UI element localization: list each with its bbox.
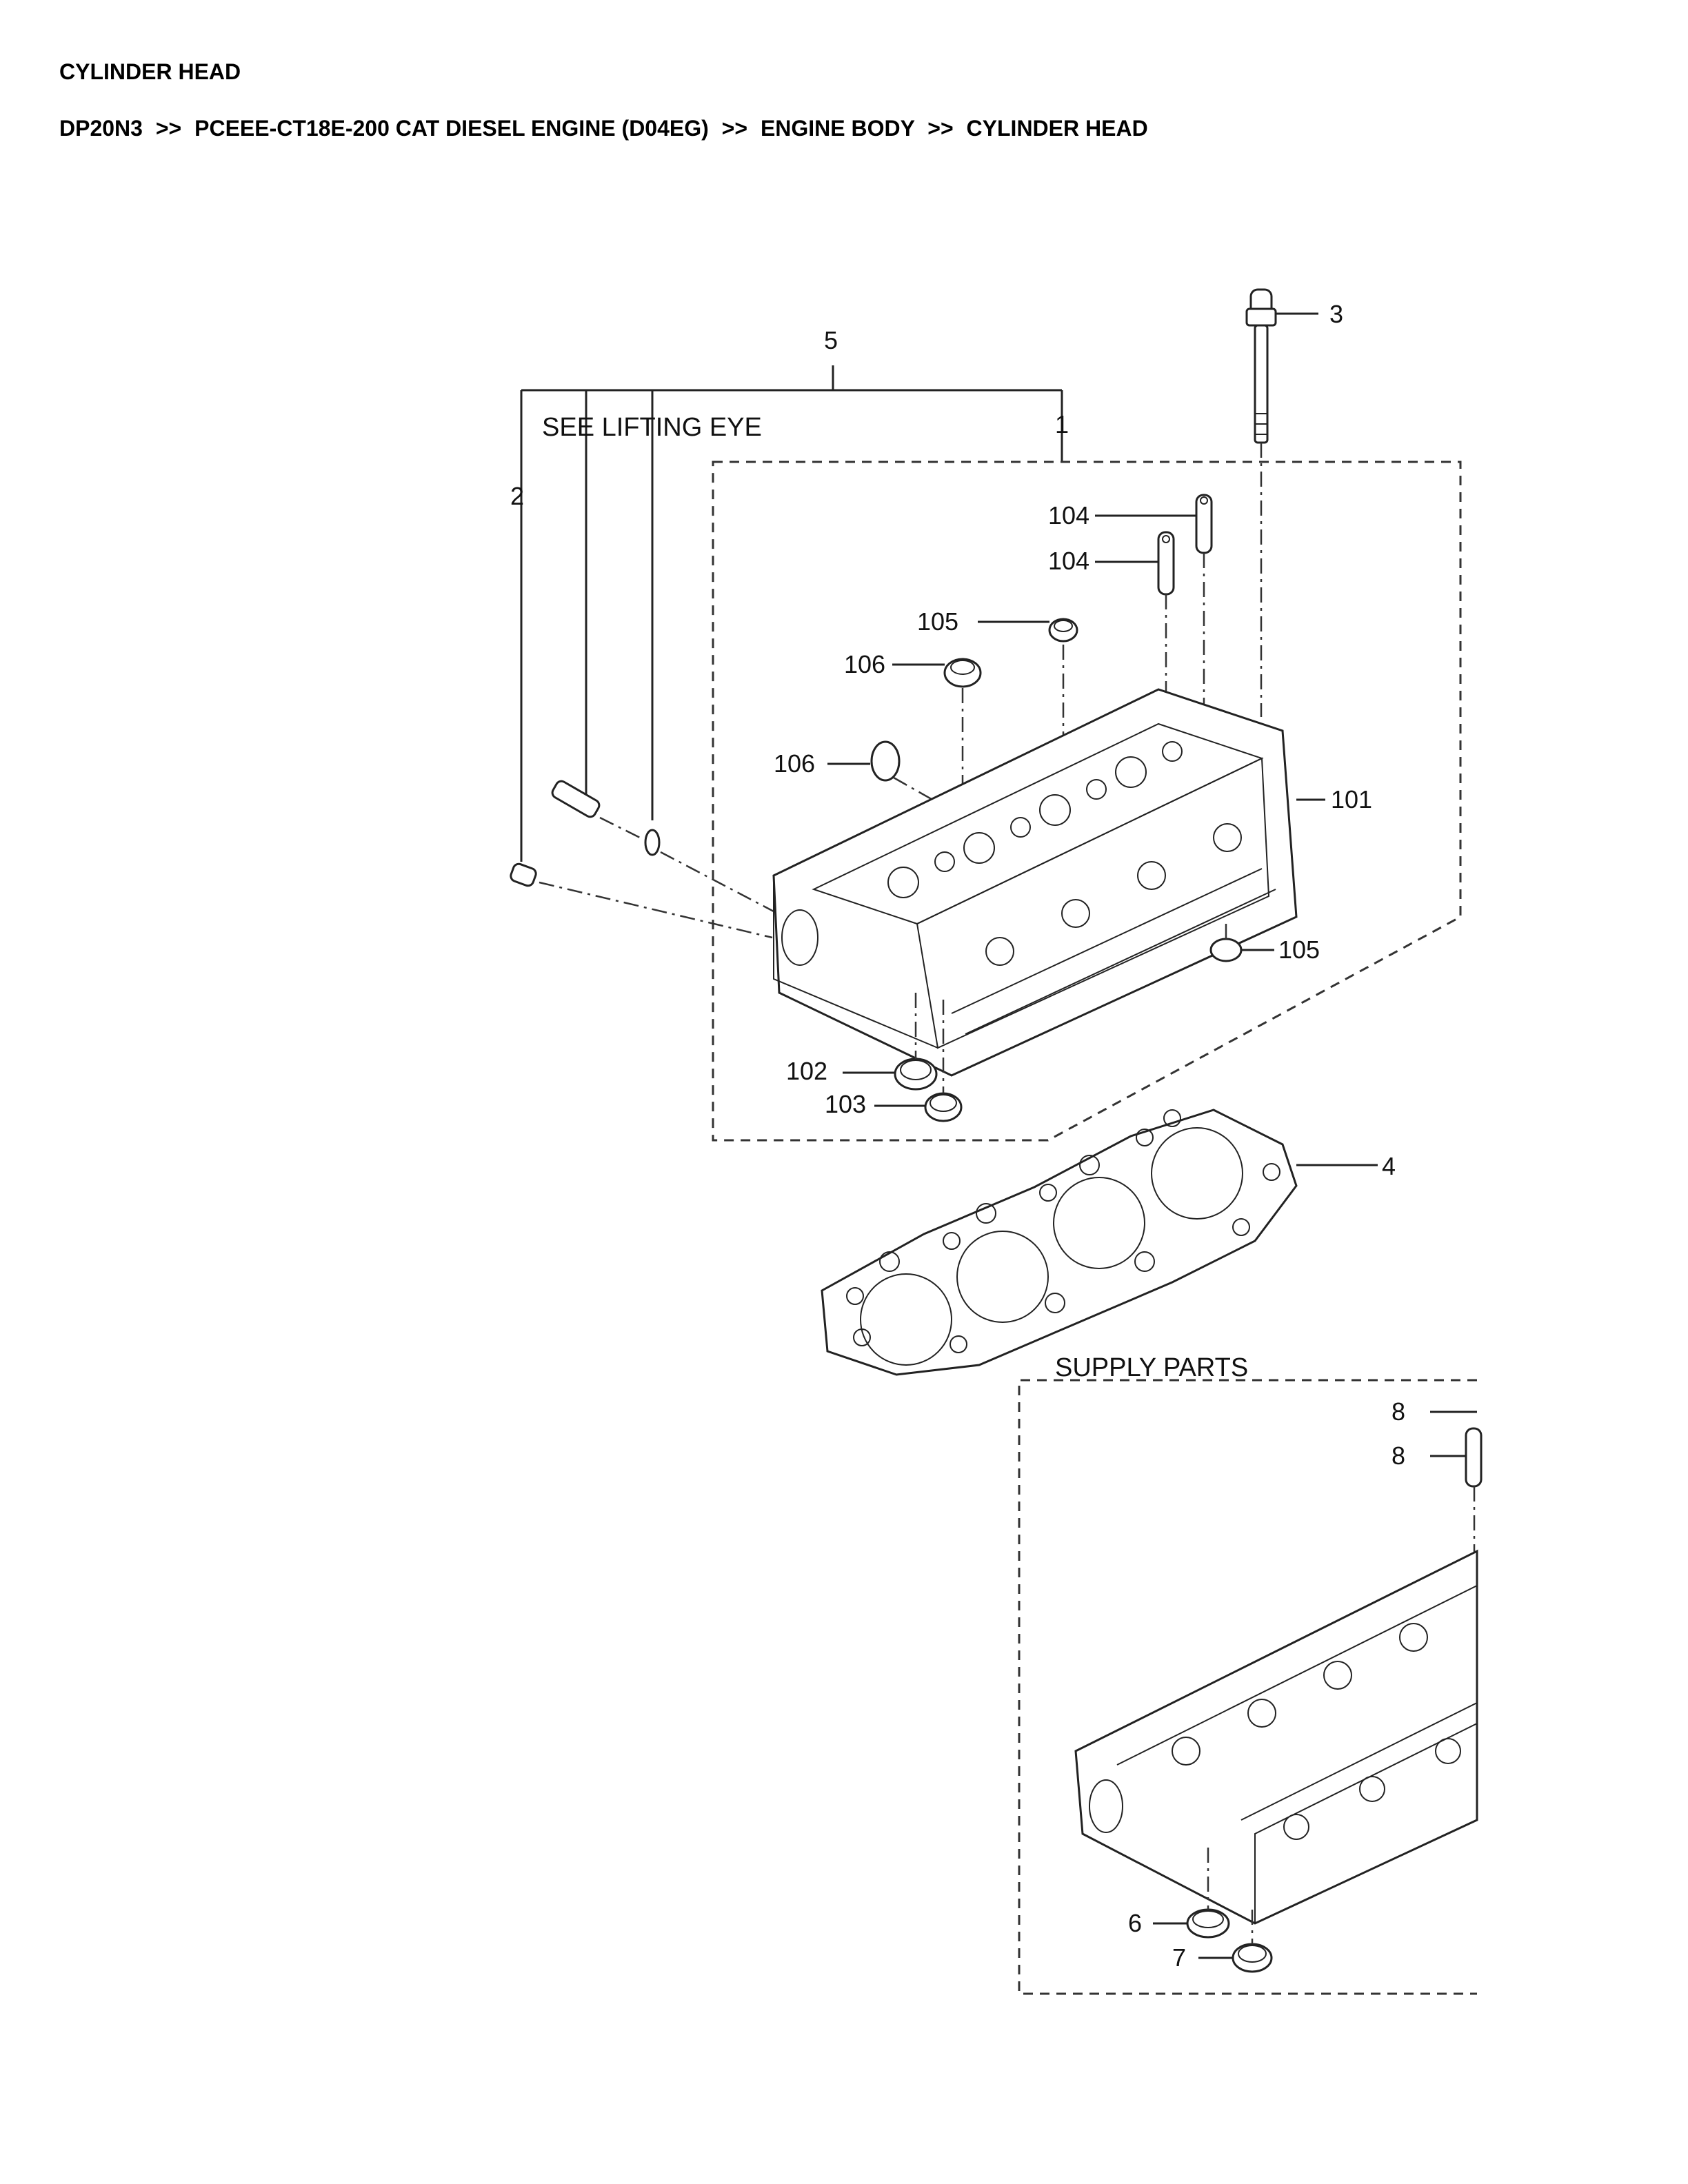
supply-parts-caption: SUPPLY PARTS (1055, 1353, 1248, 1382)
valve-seat-icon (924, 1000, 963, 1122)
callout-1[interactable]: 1 (1055, 410, 1069, 438)
breadcrumb-engine[interactable]: PCEEE-CT18E-200 CAT DIESEL ENGINE (D04EG… (194, 116, 709, 141)
callout-5[interactable]: 5 (824, 326, 838, 354)
kit-bracket (520, 365, 1063, 862)
callout-8-upper[interactable]: 8 (1391, 1397, 1405, 1426)
breadcrumb-model[interactable]: DP20N3 (59, 116, 143, 141)
breadcrumb-separator: >> (927, 116, 954, 141)
callout-106-side[interactable]: 106 (774, 749, 815, 778)
callout-104-lower[interactable]: 104 (1048, 547, 1089, 575)
callout-105-lower[interactable]: 105 (1278, 936, 1320, 964)
callout-106-upper[interactable]: 106 (844, 650, 885, 678)
o-ring-icon (644, 829, 774, 913)
plug-icon (510, 862, 773, 939)
callout-101[interactable]: 101 (1331, 785, 1372, 813)
callout-4[interactable]: 4 (1382, 1152, 1396, 1180)
breadcrumb: DP20N3 >> PCEEE-CT18E-200 CAT DIESEL ENG… (59, 116, 1148, 141)
supply-parts-boundary (1018, 1379, 1477, 1995)
callout-8-lower[interactable]: 8 (1391, 1442, 1405, 1470)
cylinder-head-illustration (772, 688, 1298, 1077)
expansion-plug-icon (870, 740, 945, 808)
breadcrumb-engine-body[interactable]: ENGINE BODY (760, 116, 915, 141)
see-lifting-eye-caption: SEE LIFTING EYE (542, 413, 762, 442)
valve-guide-icon (1195, 494, 1213, 724)
callout-102[interactable]: 102 (786, 1057, 827, 1085)
gasket-bolt-holes (846, 1109, 1280, 1353)
head-gasket-illustration (821, 1109, 1298, 1376)
breadcrumb-cylinder-head: CYLINDER HEAD (966, 116, 1148, 141)
callout-2[interactable]: 2 (510, 482, 524, 510)
breadcrumb-separator: >> (721, 116, 748, 141)
head-bolt-icon (1245, 288, 1277, 717)
callout-105-upper[interactable]: 105 (917, 607, 958, 636)
assembly-boundary (712, 461, 1462, 1142)
callout-7[interactable]: 7 (1172, 1943, 1186, 1972)
callout-3[interactable]: 3 (1329, 300, 1343, 328)
valve-seat-icon (894, 993, 938, 1091)
supply-guide-icon (1465, 1427, 1483, 1606)
callout-6[interactable]: 6 (1128, 1909, 1142, 1937)
fitting-icon (551, 780, 642, 840)
page-title: CYLINDER HEAD (59, 59, 241, 84)
breadcrumb-separator: >> (155, 116, 182, 141)
valve-port-holes (887, 741, 1242, 966)
supply-cylinder-head-illustration (1074, 1549, 1478, 1925)
callout-103[interactable]: 103 (825, 1090, 866, 1118)
callout-104-upper[interactable]: 104 (1048, 501, 1089, 529)
